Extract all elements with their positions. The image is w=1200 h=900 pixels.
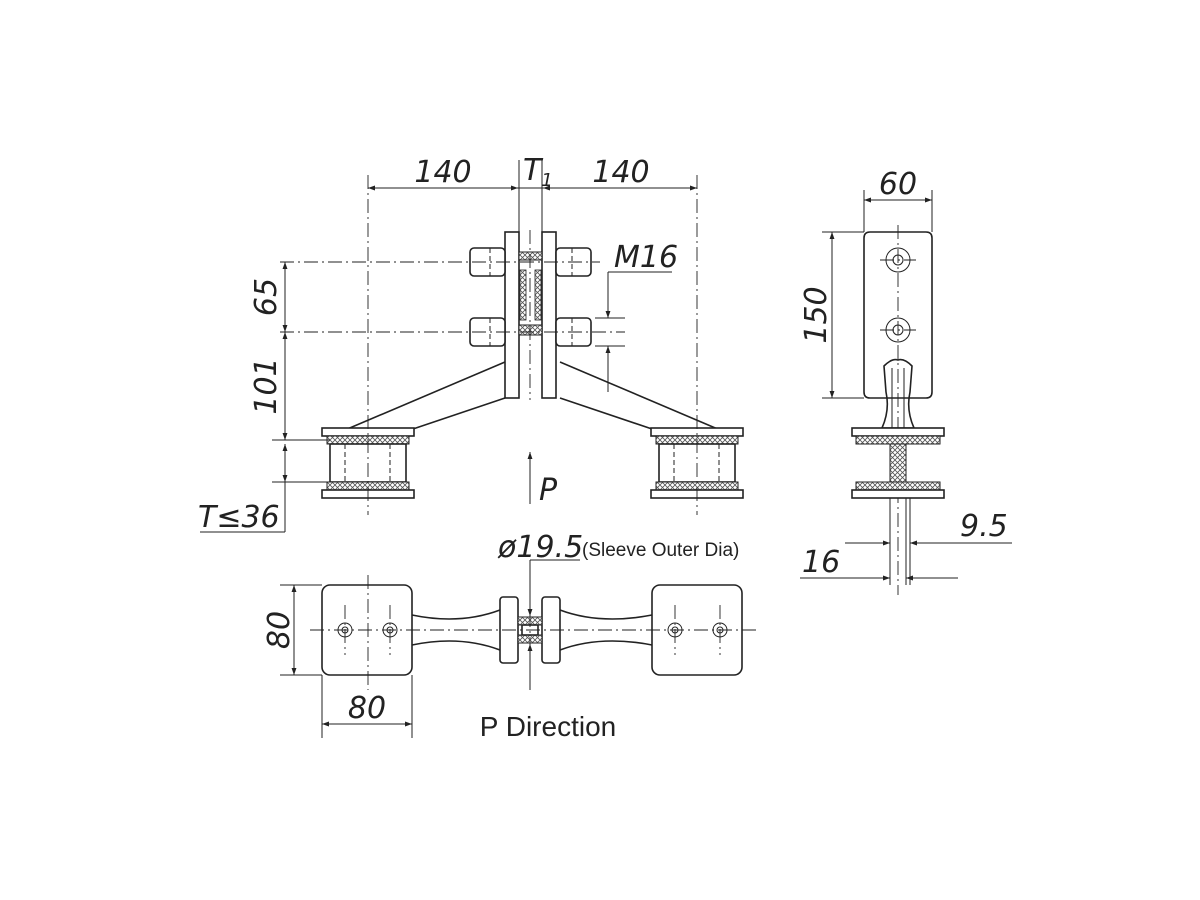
spacer-bottom xyxy=(518,324,543,336)
dim-height: 101 xyxy=(249,357,284,414)
view-title: P Direction xyxy=(480,711,616,742)
dim-pad-width: 80 xyxy=(348,691,386,726)
plan-view: ø19.5 (Sleeve Outer Dia) 80 80 P Directi… xyxy=(262,530,760,742)
dim-sleeve-note: (Sleeve Outer Dia) xyxy=(582,540,739,561)
dim-sleeve-dia: ø19.5 xyxy=(497,530,583,565)
dim-spacer: 16 xyxy=(802,545,840,580)
right-plate xyxy=(541,231,557,399)
load-label: P xyxy=(539,473,558,508)
washer-right xyxy=(534,269,542,321)
dim-thickness: T1 xyxy=(523,153,553,191)
left-plate xyxy=(504,231,520,399)
dim-sleeve: 9.5 xyxy=(960,509,1008,544)
side-view: 60 150 9.5 16 xyxy=(799,167,1012,595)
dim-pad-height: 80 xyxy=(262,611,297,649)
dim-bolt-spacing: 65 xyxy=(249,278,284,316)
front-view: 140 140 T1 M16 65 101 T≤36 P xyxy=(198,153,744,535)
dim-left-arm: 140 xyxy=(414,155,471,190)
right-arm xyxy=(559,361,721,431)
dim-glass: T≤36 xyxy=(198,500,280,535)
spacer-top xyxy=(518,251,543,261)
dim-side-width: 60 xyxy=(879,167,917,202)
dim-right-arm: 140 xyxy=(592,155,649,190)
washer-left xyxy=(519,269,527,321)
dim-bolt: M16 xyxy=(614,240,678,275)
dim-side-height: 150 xyxy=(799,286,834,343)
left-arm xyxy=(344,361,506,431)
